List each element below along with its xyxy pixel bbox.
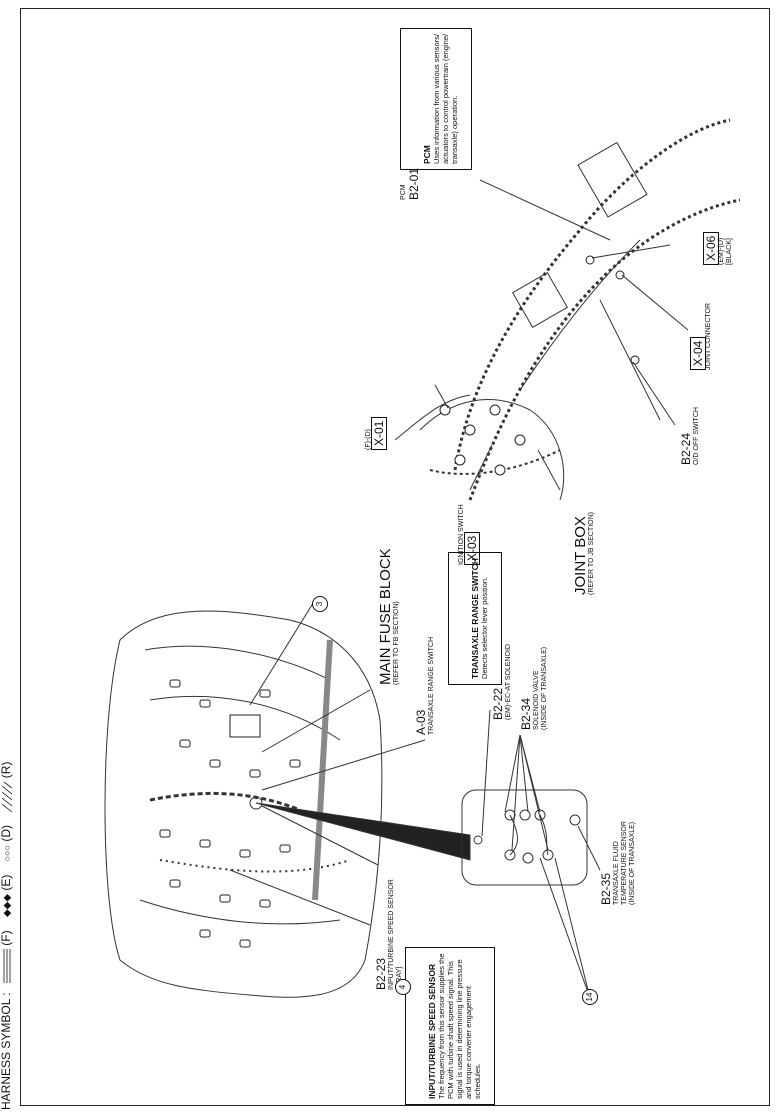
b2-23-label: B2-23 INPUT/TURBINE SPEED SENSOR [GRAY] — [374, 879, 404, 990]
main-fuse-title: MAIN FUSE BLOCK — [377, 548, 394, 685]
b2-01-code: B2-01 — [407, 167, 421, 200]
diagram-frame — [20, 8, 770, 1106]
x-04-label: X-04 JOINT CONNECTOR — [690, 302, 713, 370]
x-06-code: X-06 — [703, 231, 719, 265]
b2-24-code: B2-24 — [679, 432, 693, 465]
main-fuse-sub: (REFER TO FB SECTION) — [393, 601, 400, 685]
circles-icon: ○○○ — [2, 844, 12, 862]
x-01-code: X-01 — [371, 416, 387, 450]
b2-35-code: B2-35 — [599, 872, 613, 905]
transaxle-inset — [461, 789, 588, 886]
x-03-label: IGNITION SWITCH X-03 — [458, 504, 480, 565]
a-03-label: A-03 TRANSAXLE RANGE SWITCH — [414, 636, 436, 735]
input-turbine-note-body: The frequency from this sensor supplies … — [437, 953, 482, 1100]
b2-23-location — [249, 796, 263, 810]
engine-bay-outline — [104, 610, 383, 998]
diagonal-hatch-icon — [1, 781, 13, 812]
x-03-code: X-03 — [464, 531, 480, 565]
harness-e — [159, 859, 351, 873]
main-fuse-label: MAIN FUSE BLOCK (REFER TO FB SECTION) — [377, 548, 401, 685]
x-01-label: (F)-(D) X-01 — [365, 416, 387, 450]
a-03-name: TRANSAXLE RANGE SWITCH — [428, 636, 435, 735]
b2-35-name: TRANSAXLE FLUID — [613, 841, 620, 905]
joint-box-title: JOINT BOX — [572, 516, 589, 595]
callout-14: 14 — [582, 989, 598, 1005]
x-04-name: JOINT CONNECTOR — [705, 302, 712, 370]
joint-box-label: JOINT BOX (REFER TO JB SECTION) — [572, 512, 596, 595]
tr-switch-note-body: Detects selector lever position. — [480, 576, 489, 679]
symbol-r-code: (R) — [0, 761, 13, 779]
x-06-label: X-06 (EM)-(D) [BLACK] — [703, 231, 734, 265]
x-06-sub2: [BLACK] — [726, 238, 733, 265]
b2-35-name2: TEMPERATURE SENSOR — [621, 821, 628, 905]
symbol-e-code: (E) — [0, 874, 13, 891]
dense-hatch-icon — [3, 949, 11, 984]
b2-23-name: INPUT/TURBINE SPEED SENSOR — [388, 879, 395, 990]
magnifier-wedge — [255, 802, 471, 861]
b2-22-code: B2-22 — [491, 687, 505, 720]
a-03-code: A-03 — [414, 709, 428, 735]
b2-34-sub: (INSIDE OF TRANSAXLE) — [541, 646, 548, 730]
b2-34-label: B2-34 SOLENOID VALVE (INSIDE OF TRANSAXL… — [519, 646, 549, 730]
b2-22-name: (EM)-EC-AT SOLENOID — [505, 644, 512, 720]
input-turbine-note-title: INPUT/TURBINE SPEED SENSOR — [427, 963, 437, 1099]
x-04-code: X-04 — [690, 336, 706, 370]
solenoid-connectors — [473, 809, 581, 864]
b2-35-label: B2-35 TRANSAXLE FLUID TEMPERATURE SENSOR… — [599, 821, 637, 905]
harness-f — [149, 791, 301, 812]
pcm-note-body: Uses information from various sensors/ a… — [432, 33, 459, 164]
symbol-d-code: (D) — [0, 824, 13, 842]
harness-symbol-legend: HARNESS SYMBOL : (F) ◆◆◆ (E) ○○○ (D) (R) — [0, 762, 14, 1110]
radiator-strip — [312, 639, 333, 901]
callout-3: 3 — [312, 596, 328, 612]
b2-35-sub: (INSIDE OF TRANSAXLE) — [629, 821, 636, 905]
b2-01-label: PCM B2-01 — [400, 168, 421, 200]
dashboard-harness — [453, 118, 731, 471]
joint-box-sub: (REFER TO JB SECTION) — [588, 512, 595, 595]
pcm-note-title: PCM — [422, 145, 432, 164]
diamonds-icon: ◆◆◆ — [2, 893, 13, 918]
b2-24-label: B2-24 O/D OFF SWITCH — [679, 407, 701, 465]
b2-23-sub: [GRAY] — [396, 966, 403, 990]
pcm-box — [577, 141, 648, 218]
b2-34-name: SOLENOID VALVE — [533, 670, 540, 730]
harness-symbol-label: HARNESS SYMBOL : — [0, 992, 13, 1110]
b2-24-name: O/D OFF SWITCH — [693, 407, 700, 465]
x-06-sub: (EM)-(D) — [718, 237, 725, 265]
b2-23-code: B2-23 — [374, 957, 388, 990]
tr-switch-note-title: TRANSAXLE RANGE SWITCH — [470, 558, 480, 679]
b2-34-code: B2-34 — [519, 697, 533, 730]
callout-4: 4 — [395, 979, 411, 995]
symbol-f-code: (F) — [0, 930, 13, 946]
b2-22-label: B2-22 (EM)-EC-AT SOLENOID — [491, 644, 513, 720]
